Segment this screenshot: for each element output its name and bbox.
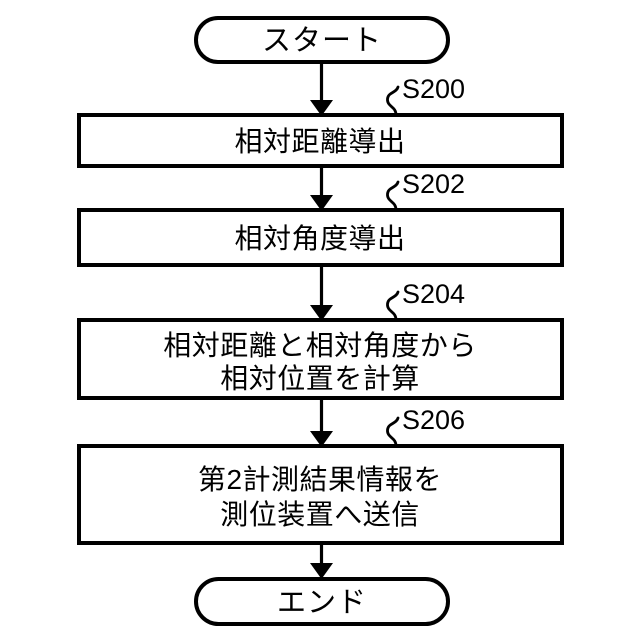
end-terminator-label: エンド <box>277 587 367 619</box>
end-terminator-node[interactable]: エンド <box>194 577 450 626</box>
process-node-s204[interactable]: 相対距離と相対角度から 相対位置を計算 <box>77 318 564 400</box>
arrow-head-4 <box>310 431 333 447</box>
start-terminator-node[interactable]: スタート <box>194 16 450 64</box>
process-node-s206[interactable]: 第2計測結果情報を 測位装置へ送信 <box>77 444 564 545</box>
process-label-s206-line1: 第2計測結果情報を <box>198 464 442 495</box>
arrow-head-1 <box>310 100 333 116</box>
process-label-s202-line1: 相対角度導出 <box>234 223 405 254</box>
start-terminator-label: スタート <box>262 25 382 57</box>
step-id-s204-group: S204 <box>386 279 465 322</box>
process-box-s206 <box>77 444 564 545</box>
connector-s206-to-end <box>310 543 333 579</box>
step-id-label-s202: S202 <box>402 169 465 199</box>
step-id-s206-group: S206 <box>386 405 465 448</box>
process-label-s206-line2: 測位装置へ送信 <box>220 499 420 530</box>
arrow-head-5 <box>310 563 333 579</box>
process-label-s200-line1: 相対距離導出 <box>234 126 405 157</box>
arrow-head-2 <box>310 195 333 211</box>
step-id-label-s204: S204 <box>402 279 465 309</box>
process-box-s200 <box>77 113 564 168</box>
step-callout-curl-s204 <box>386 290 400 322</box>
connector-start-to-s200 <box>310 62 333 116</box>
connector-s204-to-s206 <box>310 398 333 447</box>
process-box-s202 <box>77 208 564 267</box>
process-label-s204-line1: 相対距離と相対角度から <box>163 330 477 361</box>
step-callout-curl-s206 <box>386 416 400 448</box>
connector-s200-to-s202 <box>310 166 333 211</box>
step-id-label-s200: S200 <box>402 74 465 104</box>
step-callout-curl-s202 <box>386 180 400 212</box>
arrow-head-3 <box>310 305 333 321</box>
process-label-s204-line2: 相対位置を計算 <box>220 363 420 394</box>
step-id-label-s206: S206 <box>402 405 465 435</box>
step-callout-curl-s200 <box>386 85 400 117</box>
step-id-s200-group: S200 <box>386 74 465 117</box>
process-node-s202[interactable]: 相対角度導出 <box>77 208 564 267</box>
step-id-s202-group: S202 <box>386 169 465 212</box>
end-terminator-shape <box>194 577 450 626</box>
connector-s202-to-s204 <box>310 265 333 321</box>
process-node-s200[interactable]: 相対距離導出 <box>77 113 564 168</box>
